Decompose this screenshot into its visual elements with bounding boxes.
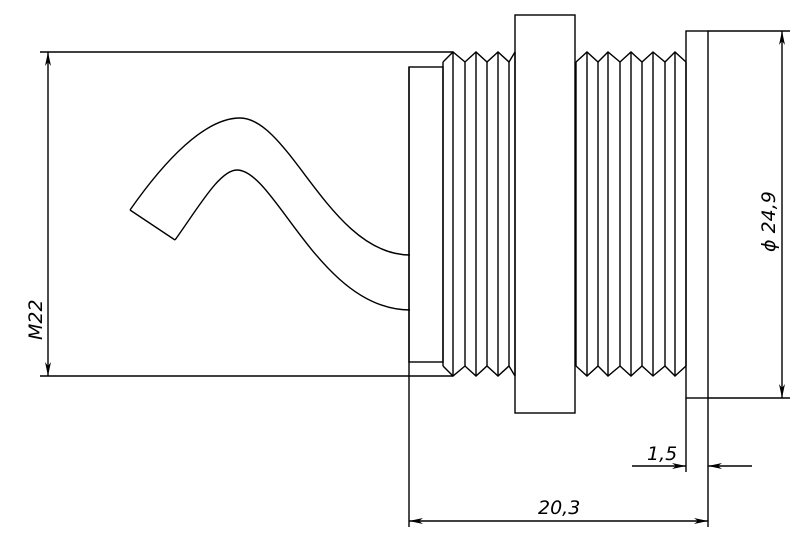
dimension-flange-width: 1,5 — [632, 443, 752, 469]
thread-left — [442, 51, 516, 377]
thread-profile — [575, 51, 687, 63]
dimension-total-length: 20,3 — [409, 497, 708, 524]
flange-width-label: 1,5 — [647, 443, 677, 465]
thread-profile — [442, 364, 516, 377]
end-cap — [408, 66, 444, 527]
flange — [685, 30, 709, 527]
thread-profile — [575, 365, 687, 377]
total-length-label: 20,3 — [538, 497, 580, 519]
dimension-m22: M22 — [25, 51, 453, 377]
nut — [514, 14, 576, 414]
thread-profile — [442, 51, 516, 64]
dimension-diameter: ϕ 24,9 — [708, 30, 790, 399]
diameter-label: ϕ 24,9 — [758, 191, 780, 252]
thread-right — [575, 51, 687, 377]
wire — [129, 117, 411, 311]
thread-label: M22 — [25, 299, 47, 340]
